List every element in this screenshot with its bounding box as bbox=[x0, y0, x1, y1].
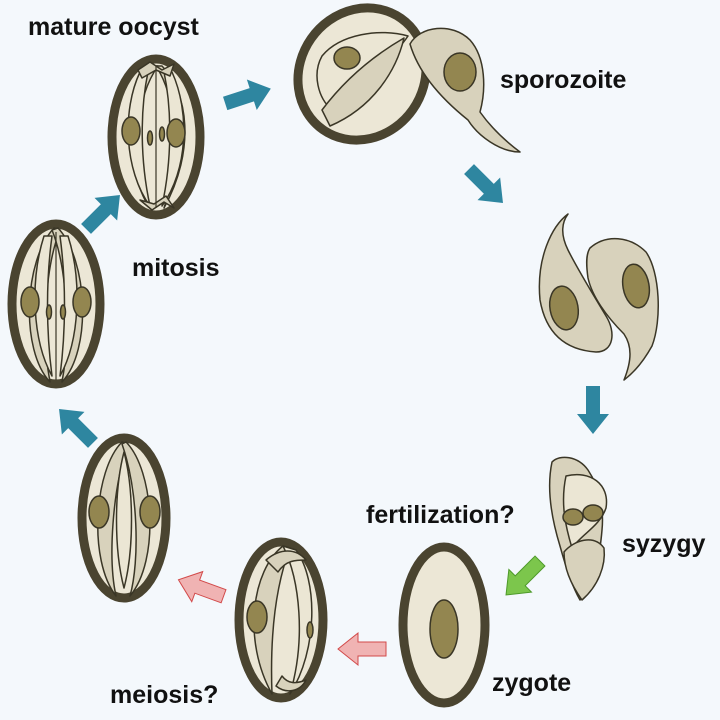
free-sporozoites bbox=[538, 213, 659, 381]
mature-oocyst bbox=[107, 54, 205, 220]
zygote bbox=[398, 542, 490, 708]
sporozoite-excystation bbox=[293, 3, 521, 153]
label-syzygy: syzygy bbox=[622, 530, 706, 558]
arrow-mature-to-sporozoite bbox=[223, 79, 271, 111]
arrow-sporozoite-to-free bbox=[464, 164, 503, 203]
oocyst-four-sporozoites bbox=[7, 219, 105, 389]
arrow-zygote-to-meiosis bbox=[337, 631, 387, 667]
label-meiosis: meiosis? bbox=[110, 681, 219, 709]
label-zygote: zygote bbox=[492, 669, 572, 697]
oocyst-two-sporozoites bbox=[77, 433, 171, 603]
arrow-four-to-mature bbox=[81, 195, 120, 234]
label-mitosis: mitosis bbox=[132, 254, 220, 282]
arrow-meiosis-to-two bbox=[177, 570, 227, 604]
label-fertilization: fertilization? bbox=[366, 501, 515, 529]
arrow-fertilization bbox=[505, 555, 546, 596]
arrow-free-to-syzygy bbox=[577, 386, 609, 434]
oocyst-post-meiosis bbox=[234, 537, 328, 703]
arrow-two-to-four bbox=[59, 409, 98, 448]
label-mature-oocyst: mature oocyst bbox=[28, 13, 199, 41]
syzygy bbox=[548, 456, 608, 601]
label-sporozoite: sporozoite bbox=[500, 66, 627, 94]
